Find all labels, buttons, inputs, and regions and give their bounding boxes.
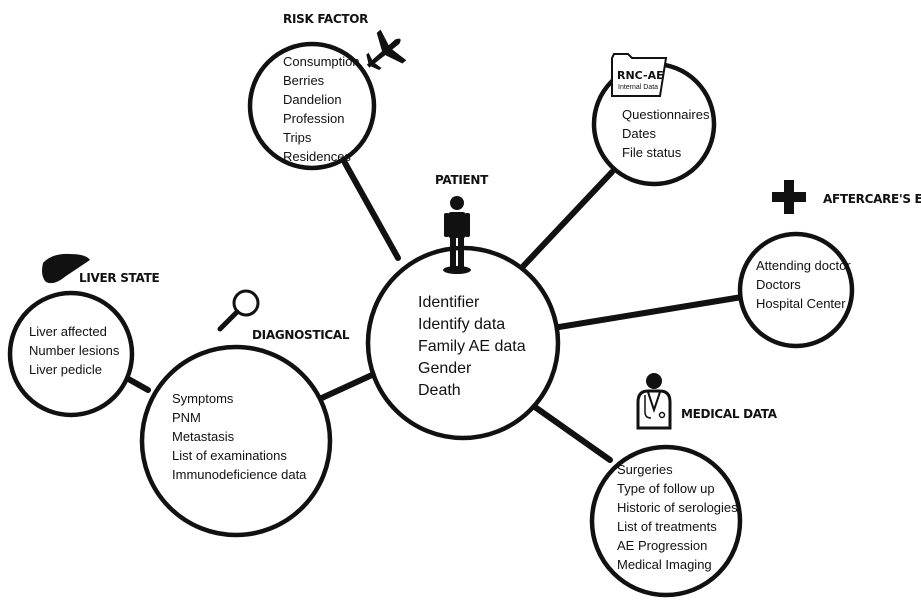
risk-factor-item: Trips <box>283 130 312 145</box>
liver-state-heading: LIVER STATE <box>79 271 159 285</box>
risk-factor-node: RISK FACTOR Consumption Berries Dandelio… <box>283 12 407 164</box>
diagnostical-node: DIAGNOSTICAL Symptoms PNM Metastasis Lis… <box>172 289 350 482</box>
rnc-ae-item: Questionnaires <box>622 107 710 122</box>
diagnostical-item: Symptoms <box>172 391 234 406</box>
liver-state-node: LIVER STATE Liver affected Number lesion… <box>29 253 160 377</box>
aftercare-item: Attending doctor <box>756 258 851 273</box>
medical-data-item: Historic of serologies <box>617 500 738 515</box>
rnc-ae-node: RNC-AE Internal Data Questionnaires Date… <box>611 53 710 160</box>
aftercare-node: AFTERCARE'S ENTITIES Attending doctor Do… <box>756 180 921 311</box>
risk-factor-item: Profession <box>283 111 344 126</box>
patient-item: Gender <box>418 360 472 377</box>
circle-medical-data <box>589 444 743 598</box>
patient-node: PATIENT Identifier Identify data Family … <box>418 173 526 399</box>
circle-diagnostical <box>139 344 333 538</box>
risk-factor-item: Berries <box>283 73 325 88</box>
rnc-ae-subtitle: Internal Data <box>618 84 658 91</box>
circle-liver-state <box>7 290 135 418</box>
aftercare-heading: AFTERCARE'S ENTITIES <box>823 192 921 206</box>
circle-aftercare <box>737 231 855 349</box>
medical-data-item: AE Progression <box>617 538 707 553</box>
risk-factor-heading: RISK FACTOR <box>283 12 368 26</box>
aftercare-item: Doctors <box>756 277 801 292</box>
person-icon <box>443 196 471 274</box>
diagnostical-item: PNM <box>172 410 201 425</box>
liver-state-item: Number lesions <box>29 343 120 358</box>
magnifier-icon <box>217 289 260 332</box>
diagnostical-item: List of examinations <box>172 448 287 463</box>
patient-item: Family AE data <box>418 338 526 355</box>
liver-state-item: Liver affected <box>29 324 107 339</box>
patient-item: Identify data <box>418 316 505 333</box>
diagnostical-heading: DIAGNOSTICAL <box>252 328 350 342</box>
airplane-icon <box>366 29 407 70</box>
aftercare-item: Hospital Center <box>756 296 846 311</box>
connector-patient-risk-factor <box>342 160 401 261</box>
liver-icon <box>42 253 90 284</box>
rnc-ae-item: Dates <box>622 126 656 141</box>
risk-factor-item: Residences <box>283 149 351 164</box>
patient-item: Identifier <box>418 294 480 311</box>
medical-data-item: List of treatments <box>617 519 717 534</box>
diagnostical-item: Metastasis <box>172 429 235 444</box>
patient-item: Death <box>418 382 461 399</box>
risk-factor-item: Dandelion <box>283 92 342 107</box>
medical-data-item: Type of follow up <box>617 481 715 496</box>
folder-icon <box>611 53 668 97</box>
doctor-icon <box>636 373 672 430</box>
medical-cross-icon <box>772 180 806 214</box>
medical-data-item: Surgeries <box>617 462 673 477</box>
connector-patient-medical-data <box>522 397 613 463</box>
diagnostical-item: Immunodeficience data <box>172 467 307 482</box>
medical-data-node: MEDICAL DATA Surgeries Type of follow up… <box>617 373 778 572</box>
medical-data-item: Medical Imaging <box>617 557 712 572</box>
rnc-ae-heading: RNC-AE <box>617 69 664 82</box>
connector-patient-aftercare <box>550 294 745 331</box>
rnc-ae-item: File status <box>622 145 682 160</box>
circle-risk-factor <box>247 41 377 171</box>
medical-data-heading: MEDICAL DATA <box>681 407 778 421</box>
liver-state-item: Liver pedicle <box>29 362 102 377</box>
risk-factor-item: Consumption <box>283 54 360 69</box>
patient-heading: PATIENT <box>435 173 489 187</box>
